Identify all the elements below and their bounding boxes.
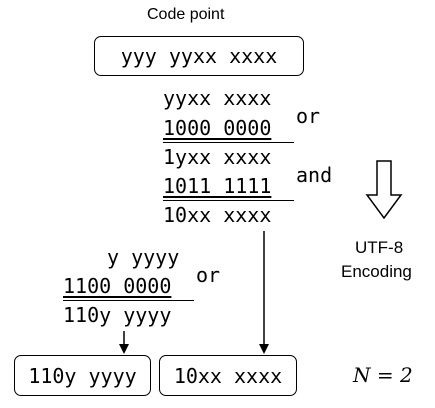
output-byte-2: 10xx xxxx bbox=[173, 363, 283, 388]
top-and-label: and bbox=[296, 163, 333, 187]
diagram-title: Code point bbox=[147, 6, 225, 23]
top-or-label: or bbox=[296, 104, 321, 128]
codepoint-value: yyy yyxx xxxx bbox=[120, 44, 278, 68]
top-or-operand: 1000 0000 bbox=[163, 116, 272, 140]
hollow-down-arrow-icon bbox=[365, 160, 403, 220]
encoding-label-line2: Encoding bbox=[341, 262, 412, 281]
top-result1: 1yxx xxxx bbox=[163, 145, 272, 169]
left-line1: y yyyy bbox=[107, 245, 180, 269]
arrow-head-to-output-2 bbox=[259, 344, 269, 354]
left-or-label: or bbox=[196, 263, 221, 287]
top-rule-1 bbox=[163, 142, 294, 143]
left-or-operand: 1100 0000 bbox=[63, 274, 172, 298]
top-and-operand: 1011 1111 bbox=[163, 174, 272, 198]
n-label: N = 2 bbox=[353, 363, 413, 387]
codepoint-box: yyy yyxx xxxx bbox=[94, 36, 304, 76]
output-box-2: 10xx xxxx bbox=[159, 355, 297, 396]
left-rule bbox=[63, 300, 194, 301]
top-line1: yyxx xxxx bbox=[163, 86, 272, 110]
output-box-1: 110y yyyy bbox=[14, 355, 151, 396]
output-byte-1: 110y yyyy bbox=[28, 363, 137, 388]
left-result: 110y yyyy bbox=[63, 303, 172, 327]
encoding-label-line1: UTF-8 bbox=[355, 238, 404, 257]
top-result2: 10xx xxxx bbox=[163, 203, 272, 227]
arrow-head-to-output-1 bbox=[119, 344, 129, 354]
top-rule-2 bbox=[163, 200, 294, 201]
